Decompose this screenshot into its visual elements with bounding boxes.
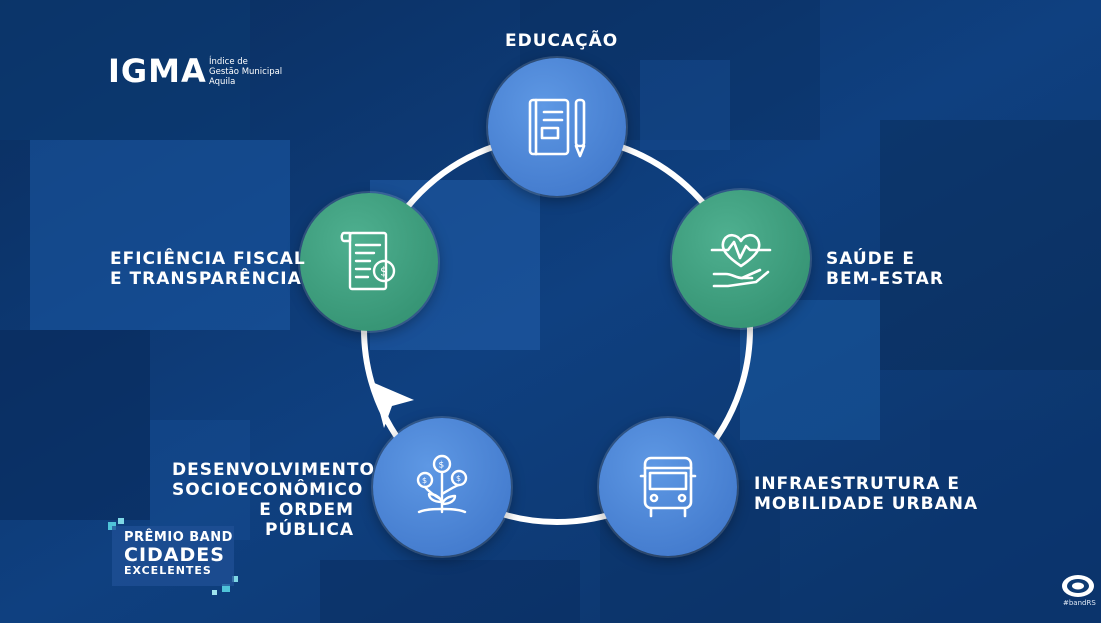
label-line: DESENVOLVIMENTO bbox=[172, 460, 375, 480]
label-saude: SAÚDE E BEM-ESTAR bbox=[826, 249, 944, 289]
label-line: E TRANSPARÊNCIA bbox=[110, 269, 302, 289]
igma-logo: IGMA bbox=[108, 52, 207, 90]
label-line: EFICIÊNCIA FISCAL bbox=[110, 249, 306, 269]
node-educacao bbox=[488, 58, 626, 196]
book-pen-icon bbox=[528, 98, 586, 158]
label-infraestrutura: INFRAESTRUTURA E MOBILIDADE URBANA bbox=[754, 474, 978, 514]
node-desenvolvimento: $ $ $ bbox=[373, 418, 511, 556]
invoice-coin-icon: $ bbox=[340, 231, 396, 291]
label-line: EDUCAÇÃO bbox=[505, 31, 619, 51]
label-line: SOCIOECONÔMICO bbox=[172, 480, 364, 500]
bus-icon bbox=[639, 456, 697, 518]
logo-subtitle-line: Aquila bbox=[209, 77, 236, 87]
premio-badge bbox=[112, 526, 234, 586]
node-saude bbox=[672, 190, 810, 328]
label-line: E ORDEM PÚBLICA bbox=[259, 500, 354, 540]
label-desenvolvimento: DESENVOLVIMENTO SOCIOECONÔMICO E ORDEM P… bbox=[172, 460, 375, 540]
band-tag: #bandRS bbox=[1063, 599, 1096, 607]
label-eficiencia: EFICIÊNCIA FISCAL E TRANSPARÊNCIA bbox=[110, 249, 306, 289]
logo-subtitle-line: Gestão Municipal bbox=[209, 67, 283, 77]
node-infraestrutura bbox=[599, 418, 737, 556]
cycle-arrow-icon bbox=[372, 382, 414, 428]
logo-subtitle-line: Índice de bbox=[209, 57, 248, 67]
label-line: MOBILIDADE URBANA bbox=[754, 494, 979, 514]
label-educacao: EDUCAÇÃO bbox=[505, 31, 618, 51]
node-eficiencia: $ bbox=[300, 193, 438, 331]
svg-text:$: $ bbox=[439, 461, 445, 471]
label-line: INFRAESTRUTURA E bbox=[754, 474, 960, 494]
premio-line1: PRÊMIO BAND bbox=[124, 530, 233, 545]
premio-line3: EXCELENTES bbox=[124, 564, 212, 577]
heart-hand-icon bbox=[710, 233, 772, 288]
band-logo-icon bbox=[1062, 575, 1094, 597]
igma-logo-subtitle: Índice de Gestão Municipal Aquila bbox=[209, 57, 299, 87]
svg-text:$: $ bbox=[380, 265, 388, 279]
label-line: SAÚDE E bbox=[826, 249, 915, 269]
premio-line2: CIDADES bbox=[124, 544, 225, 566]
money-plant-icon: $ $ $ bbox=[416, 454, 468, 514]
svg-text:$: $ bbox=[422, 476, 427, 485]
label-line: BEM-ESTAR bbox=[826, 269, 944, 289]
svg-text:$: $ bbox=[456, 474, 461, 483]
